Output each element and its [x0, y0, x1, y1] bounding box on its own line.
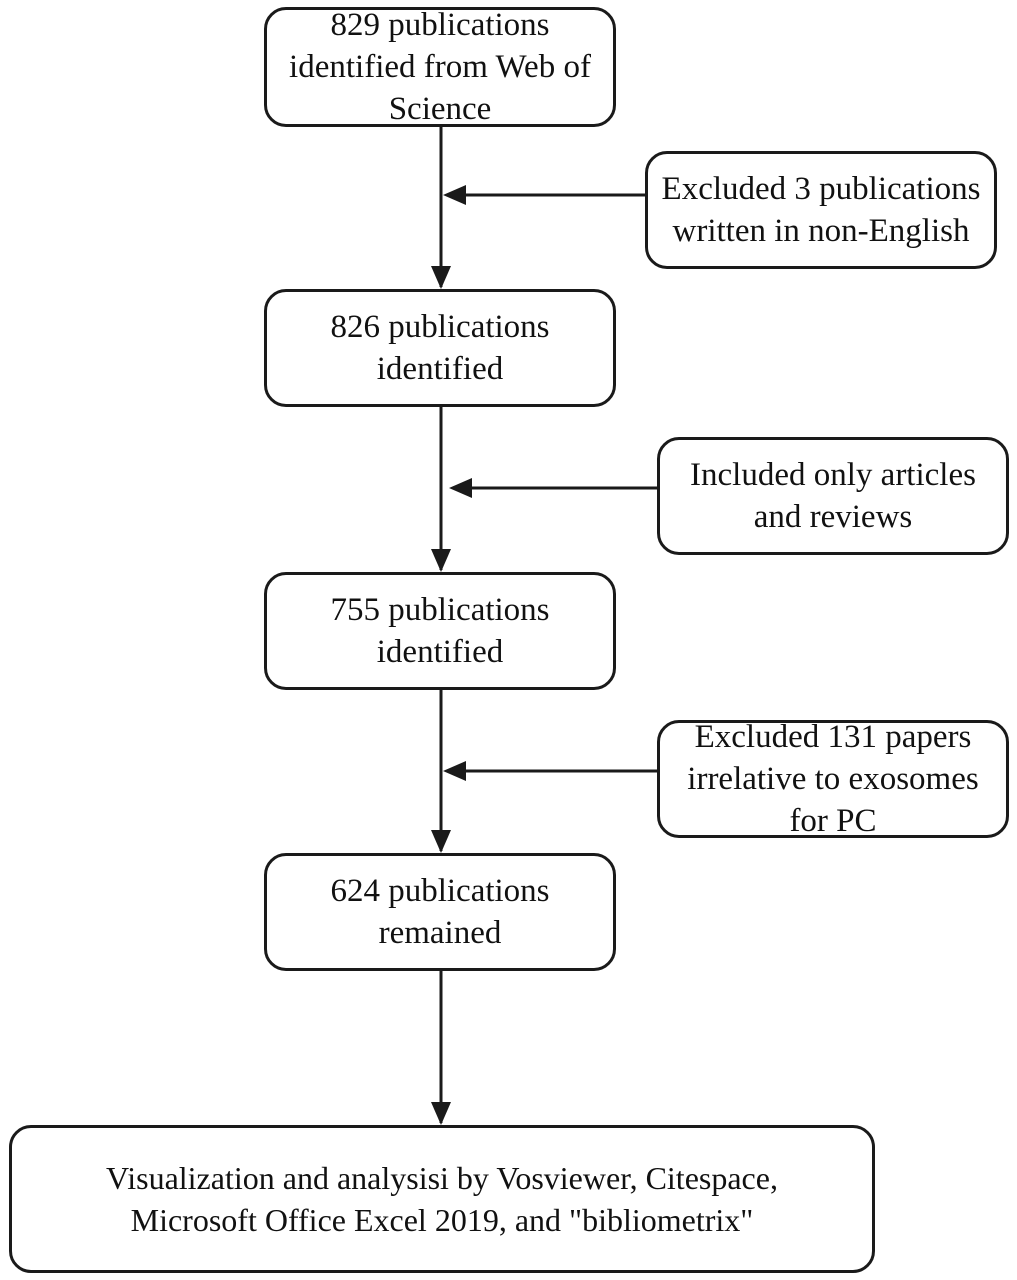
inclusion-label: Included only articles and reviews — [690, 457, 976, 535]
step-label: 829 publications identified from Web of … — [289, 7, 591, 127]
step-box-624-remained: 624 publications remained — [264, 853, 616, 971]
arrowhead-3-to-4 — [431, 830, 451, 853]
arrowhead-2-to-3 — [431, 549, 451, 572]
exclusion-box-non-english: Excluded 3 publications written in non-E… — [645, 151, 997, 269]
exclusion-label: Excluded 131 papers irrelative to exosom… — [687, 719, 979, 839]
step-label: 826 publications identified — [330, 309, 550, 387]
step-label: Visualization and analysisi by Vosviewer… — [106, 1160, 778, 1238]
side-arrowhead-2 — [449, 478, 472, 498]
inclusion-box-articles-reviews: Included only articles and reviews — [657, 437, 1009, 555]
step-box-826-identified: 826 publications identified — [264, 289, 616, 407]
exclusion-box-irrelative: Excluded 131 papers irrelative to exosom… — [657, 719, 1009, 839]
exclusion-label: Excluded 3 publications written in non-E… — [661, 171, 981, 249]
step-box-web-of-science: 829 publications identified from Web of … — [264, 7, 616, 127]
step-label: 624 publications remained — [330, 873, 550, 951]
arrowhead-1-to-2 — [431, 266, 451, 289]
step-label: 755 publications identified — [330, 592, 550, 670]
step-box-755-identified: 755 publications identified — [264, 572, 616, 690]
arrowhead-4-to-5 — [431, 1102, 451, 1125]
step-box-visualization-analysis: Visualization and analysisi by Vosviewer… — [9, 1125, 875, 1273]
side-arrowhead-1 — [443, 185, 466, 205]
side-arrowhead-3 — [443, 761, 466, 781]
